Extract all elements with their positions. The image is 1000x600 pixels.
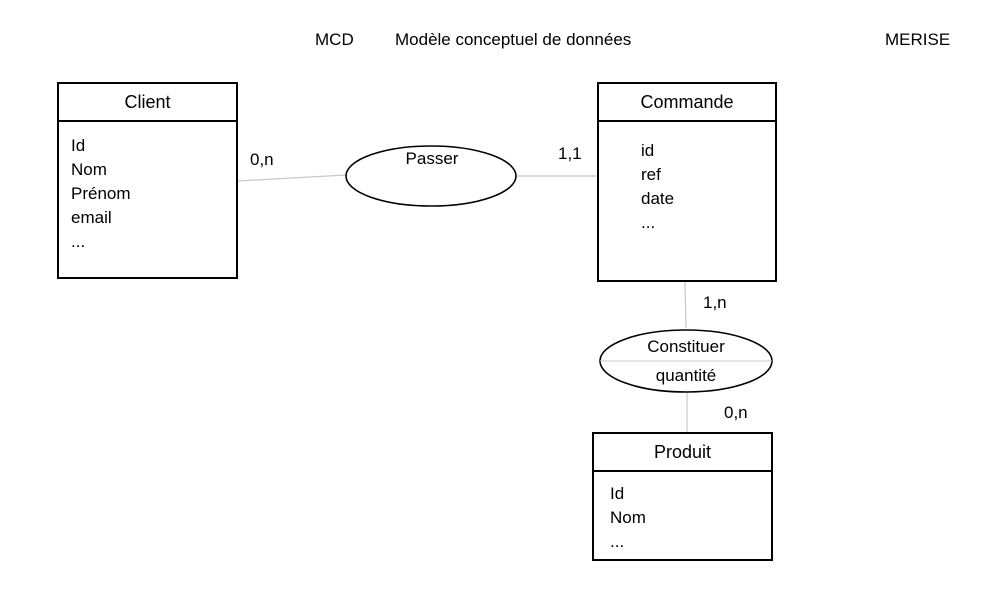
cardinality-commande-passer: 1,1 — [558, 144, 582, 163]
entity-client-attribute: Nom — [71, 160, 107, 179]
entity-commande-attribute: ref — [641, 165, 661, 184]
diagram-abbreviation: MCD — [315, 30, 354, 49]
entity-client-name: Client — [59, 84, 236, 122]
entity-commande-attribute: ... — [641, 213, 656, 232]
cardinality-produit-constituer: 0,n — [724, 403, 748, 422]
entity-produit-attribute: Id — [610, 484, 625, 503]
link-client-passer — [237, 174, 347, 182]
entity-commande-attribute: date — [641, 189, 675, 208]
entity-produit-attributes: Id Nom ... — [594, 472, 771, 554]
entity-commande-attribute: id — [641, 141, 655, 160]
entity-produit-attribute: ... — [610, 532, 625, 551]
association-constituer-attribute: quantité — [655, 366, 717, 385]
entity-commande-attributes: id ref date ... — [599, 122, 775, 235]
entity-client-attribute: Id — [71, 136, 86, 155]
association-passer-name: Passer — [405, 149, 459, 168]
entity-client-attribute: Prénom — [71, 184, 131, 203]
link-commande-constituer — [684, 281, 687, 329]
association-constituer-name: Constituer — [647, 337, 725, 356]
entity-client-attribute: email — [71, 208, 112, 227]
entity-produit-name: Produit — [594, 434, 771, 472]
entity-client[interactable]: Client Id Nom Prénom email ... — [57, 82, 238, 279]
entity-commande-name: Commande — [599, 84, 775, 122]
entity-client-attribute: ... — [71, 232, 86, 251]
entity-commande[interactable]: Commande id ref date ... — [597, 82, 777, 282]
diagram-title: Modèle conceptuel de données — [395, 30, 632, 49]
association-passer-shape[interactable] — [345, 145, 517, 207]
method-label: MERISE — [885, 30, 951, 49]
entity-produit[interactable]: Produit Id Nom ... — [592, 432, 773, 561]
entity-client-attributes: Id Nom Prénom email ... — [59, 122, 236, 254]
cardinality-commande-constituer: 1,n — [703, 293, 727, 312]
entity-produit-attribute: Nom — [610, 508, 646, 527]
cardinality-client-passer: 0,n — [250, 150, 274, 169]
